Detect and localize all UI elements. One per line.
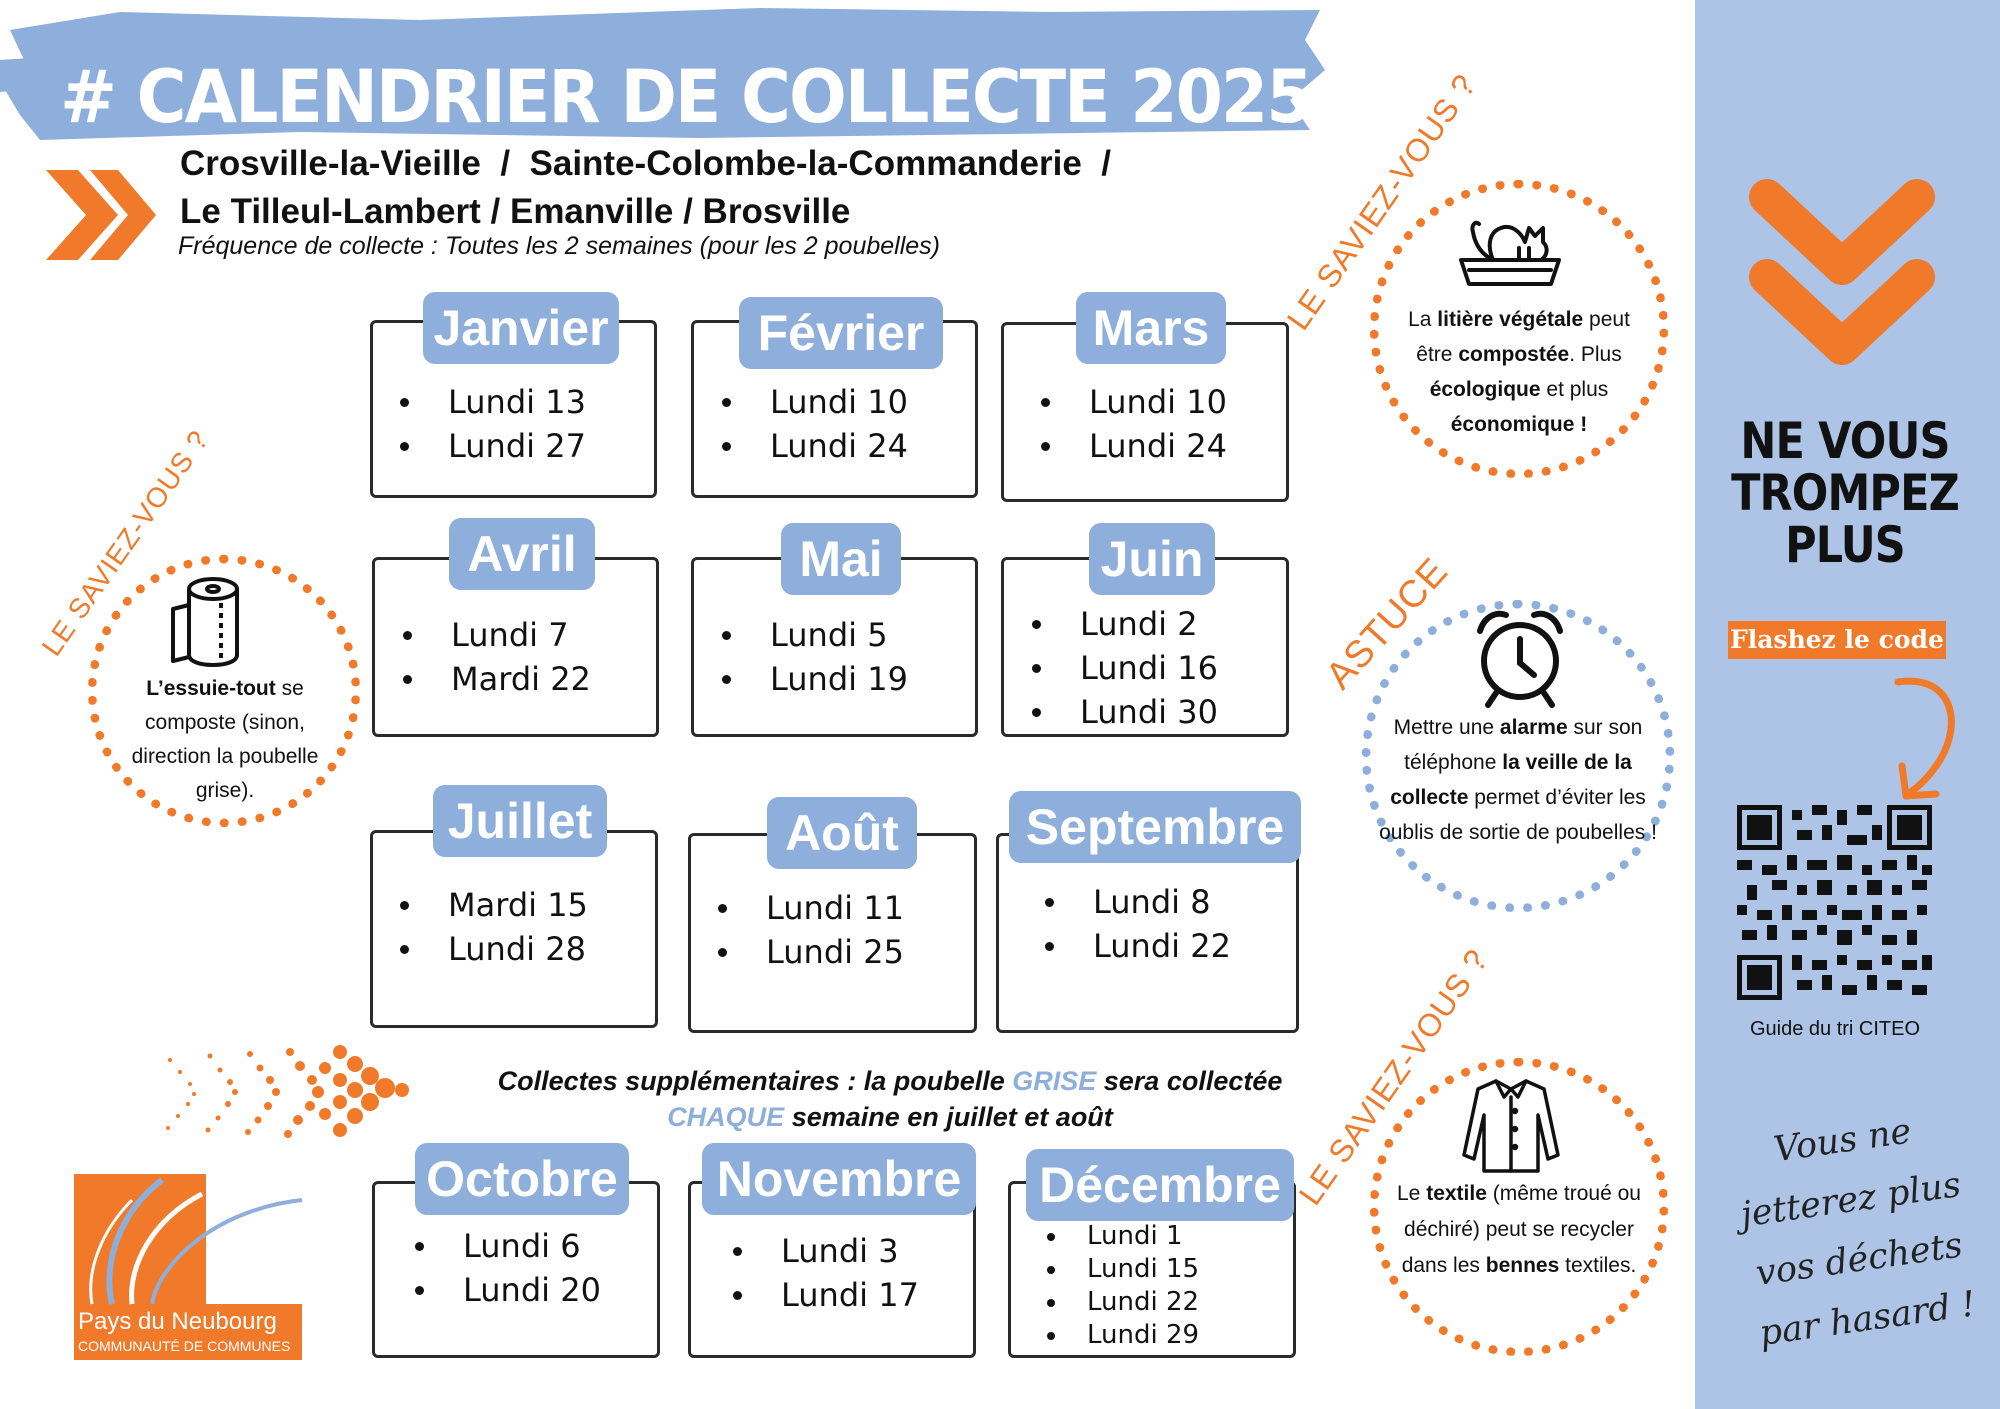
month-dates-aout: Lundi 11 Lundi 25 [718,886,904,974]
list-item: Lundi 17 [733,1273,919,1317]
month-dates-juillet: Mardi 15 Lundi 28 [400,883,588,971]
collection-frequency: Fréquence de collecte : Toutes les 2 sem… [178,232,941,260]
month-box-avril [372,557,659,737]
list-item: Lundi 24 [722,424,908,468]
page-title: # CALENDRIER DE COLLECTE 2025 [60,55,1314,141]
curved-arrow-icon [1894,677,1955,800]
shirt-icon [1462,1079,1560,1173]
month-dates-janvier: Lundi 13 Lundi 27 [400,380,586,468]
pays-du-neubourg-logo: Pays du Neubourg COMMUNAUTÉ DE COMMUNES [72,1170,302,1360]
list-item: Lundi 29 [1047,1319,1199,1352]
month-dates-octobre: Lundi 6 Lundi 20 [415,1224,601,1312]
list-item: Lundi 16 [1032,646,1218,690]
list-item: Lundi 24 [1041,424,1227,468]
list-item: Lundi 27 [400,424,586,468]
list-item: Lundi 3 [733,1229,919,1273]
month-label-septembre: Septembre [1009,791,1301,863]
month-dates-novembre: Lundi 3 Lundi 17 [733,1229,919,1317]
flash-code-badge: Flashez le code [1728,621,1946,659]
month-label-mai: Mai [781,523,901,595]
chevrons-right-icon [46,170,156,260]
month-label-octobre: Octobre [415,1143,629,1215]
tip-circle-textile [1370,1058,1668,1356]
month-label-novembre: Novembre [702,1143,976,1215]
month-dates-juin: Lundi 2 Lundi 16 Lundi 30 [1032,602,1218,734]
qr-code[interactable] [1737,805,1932,1000]
list-item: Lundi 25 [718,930,904,974]
list-item: Lundi 20 [415,1268,601,1312]
list-item: Lundi 22 [1045,924,1231,968]
list-item: Mardi 22 [403,657,591,701]
list-item: Lundi 15 [1047,1253,1199,1286]
list-item: Lundi 10 [722,380,908,424]
month-label-avril: Avril [449,518,595,590]
month-box-juin [1001,557,1289,737]
tip-text-astuce: Mettre une alarme sur son téléphone la v… [1379,716,1657,844]
tip-circle-litiere [1370,180,1668,478]
month-dates-mai: Lundi 5 Lundi 19 [722,613,908,701]
grise-keyword: GRISE [1012,1066,1097,1096]
logo-subtitle: COMMUNAUTÉ DE COMMUNES [78,1338,291,1354]
logo-graphic [74,1174,302,1360]
paper-towel-icon [171,577,239,667]
month-label-janvier: Janvier [423,292,619,364]
tip-text-textile: Le textile (même troué ou déchiré) peut … [1397,1182,1641,1277]
list-item: Lundi 13 [400,380,586,424]
chaque-keyword: CHAQUE [667,1102,785,1132]
list-item: Lundi 7 [403,613,591,657]
tip-text-litiere: La litière végétale peut être compostée.… [1408,308,1630,436]
month-label-decembre: Décembre [1026,1149,1294,1221]
header-banner [0,8,1325,140]
cat-litter-icon [1459,220,1561,286]
month-dates-avril: Lundi 7 Mardi 22 [403,613,591,701]
chevron-down-icon [1749,179,1935,365]
month-label-mars: Mars [1076,292,1226,364]
list-item: Lundi 6 [415,1224,601,1268]
list-item: Lundi 5 [722,613,908,657]
list-item: Lundi 8 [1045,880,1231,924]
supplementary-collections-note: Collectes supplémentaires : la poubelle … [497,1066,1283,1132]
alarm-clock-icon [1477,610,1563,708]
list-item: Lundi 10 [1041,380,1227,424]
month-dates-fevrier: Lundi 10 Lundi 24 [722,380,908,468]
tip-text-essuie-tout: L’essuie-tout se composte (sinon, direct… [131,677,319,802]
list-item: Lundi 2 [1032,602,1218,646]
qr-caption: Guide du tri CITEO [1749,1018,1921,1040]
list-item: Lundi 19 [722,657,908,701]
list-item: Lundi 28 [400,927,588,971]
month-label-juillet: Juillet [433,785,607,857]
list-item: Lundi 30 [1032,690,1218,734]
tip-circle-astuce [1362,600,1674,912]
month-label-juin: Juin [1089,523,1215,595]
communes-line-1: Crosville-la-Vieille / Sainte-Colombe-la… [180,144,1111,183]
list-item: Mardi 15 [400,883,588,927]
logo-name: Pays du Neubourg [78,1308,277,1335]
month-dates-septembre: Lundi 8 Lundi 22 [1045,880,1231,968]
month-label-fevrier: Février [739,297,943,369]
communes-line-2: Le Tilleul-Lambert / Emanville / Brosvil… [180,192,851,231]
sidebar-headline: NE VOUS TROMPEZ PLUS [1731,412,1960,574]
month-dates-mars: Lundi 10 Lundi 24 [1041,380,1227,468]
sidebar-slogan: Vous ne jetterez plus vos déchets par ha… [1738,1111,1979,1355]
dotted-arrow-decoration [166,1045,409,1138]
month-dates-decembre: Lundi 1 Lundi 15 Lundi 22 Lundi 29 [1047,1220,1199,1352]
tip-circle-essuie-tout [88,555,360,827]
list-item: Lundi 11 [718,886,904,930]
month-label-aout: Août [767,797,917,869]
list-item: Lundi 1 [1047,1220,1199,1253]
list-item: Lundi 22 [1047,1286,1199,1319]
